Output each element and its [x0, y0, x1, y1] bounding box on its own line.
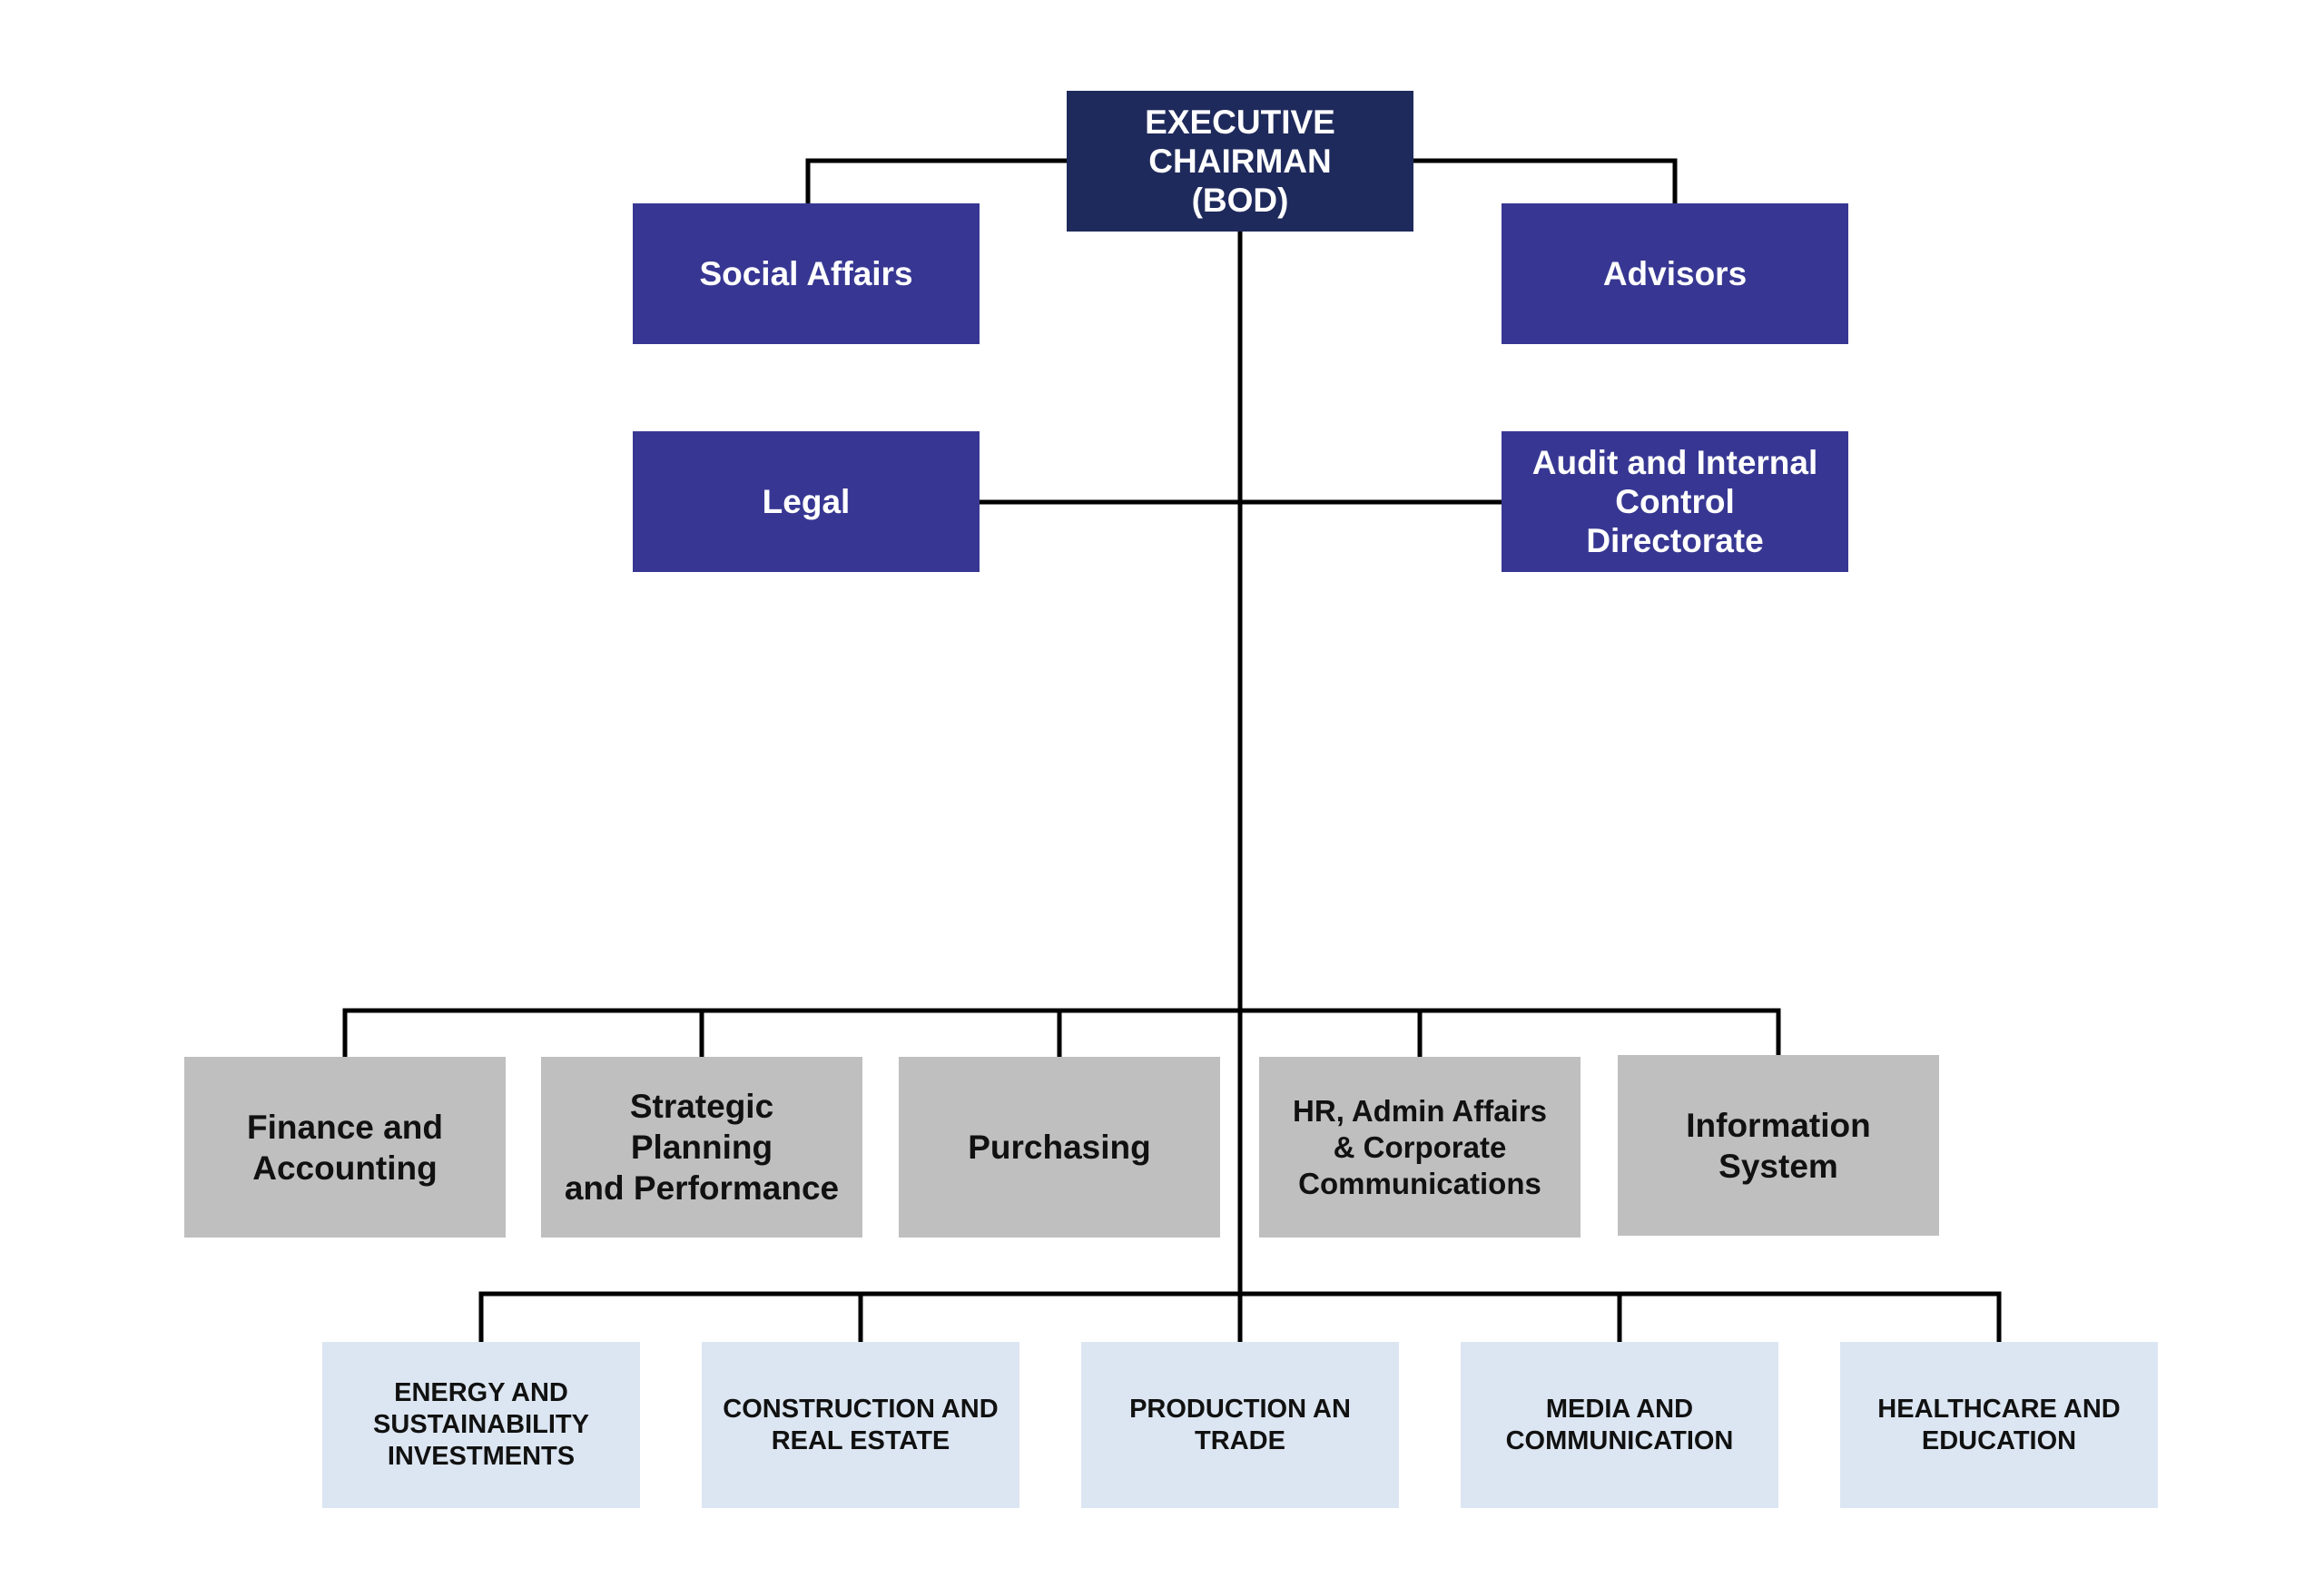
business-sector-label: HEALTHCARE AND EDUCATION	[1877, 1394, 2121, 1455]
support-unit-label: Purchasing	[968, 1129, 1151, 1166]
support-unit-finance-accounting: Finance and Accounting	[184, 1057, 506, 1238]
audit-internal-control-label: Audit and Internal Control Directorate	[1531, 444, 1818, 559]
business-sector-production: PRODUCTION AN TRADE	[1081, 1342, 1399, 1508]
support-unit-label: Finance and Accounting	[247, 1108, 443, 1187]
business-sector-construction: CONSTRUCTION AND REAL ESTATE	[702, 1342, 1019, 1508]
advisors-box: Advisors	[1502, 203, 1848, 344]
support-unit-purchasing: Purchasing	[899, 1057, 1220, 1238]
social-affairs-label: Social Affairs	[699, 255, 913, 292]
support-unit-strategic-planning: Strategic Planning and Performance	[541, 1057, 862, 1238]
business-sector-label: PRODUCTION AN TRADE	[1129, 1394, 1351, 1455]
support-unit-label: Strategic Planning and Performance	[564, 1088, 840, 1207]
business-sector-healthcare: HEALTHCARE AND EDUCATION	[1840, 1342, 2158, 1508]
business-sector-energy: ENERGY AND SUSTAINABILITY INVESTMENTS	[322, 1342, 640, 1508]
executive-chairman-box: EXECUTIVE CHAIRMAN (BOD)	[1067, 91, 1413, 232]
support-unit-label: HR, Admin Affairs & Corporate Communicat…	[1293, 1093, 1547, 1200]
connector-advisors	[1410, 158, 1678, 206]
executive-chairman-label: EXECUTIVE CHAIRMAN (BOD)	[1145, 104, 1335, 219]
audit-internal-control-box: Audit and Internal Control Directorate	[1502, 431, 1848, 572]
support-unit-label: Information System	[1686, 1106, 1871, 1185]
business-sector-media: MEDIA AND COMMUNICATION	[1461, 1342, 1778, 1508]
social-affairs-box: Social Affairs	[633, 203, 980, 344]
support-unit-information-system: Information System	[1618, 1055, 1939, 1236]
support-unit-hr-admin-communications: HR, Admin Affairs & Corporate Communicat…	[1259, 1057, 1581, 1238]
business-sector-label: MEDIA AND COMMUNICATION	[1505, 1394, 1734, 1455]
legal-box: Legal	[633, 431, 980, 572]
business-sector-label: ENERGY AND SUSTAINABILITY INVESTMENTS	[373, 1378, 589, 1471]
business-sector-label: CONSTRUCTION AND REAL ESTATE	[723, 1394, 999, 1455]
connector-social-affairs	[805, 158, 1074, 206]
advisors-label: Advisors	[1602, 255, 1748, 292]
legal-label: Legal	[762, 483, 851, 520]
